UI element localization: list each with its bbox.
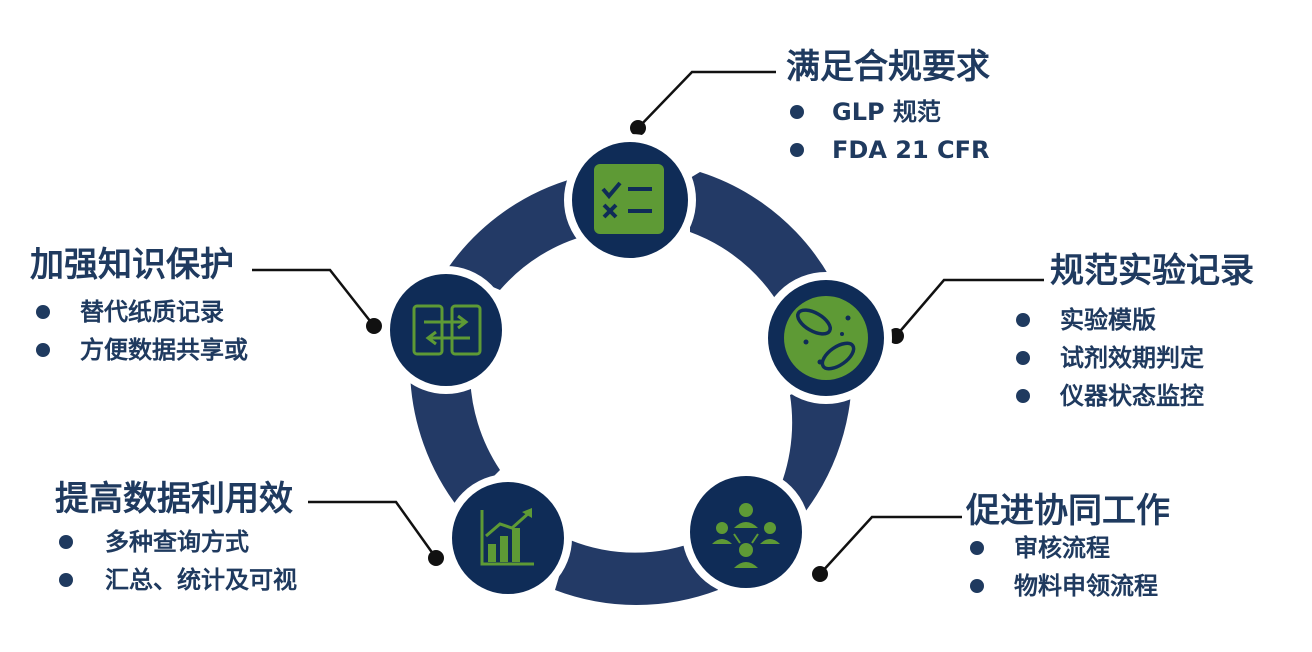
- bullet-dot: [970, 541, 984, 556]
- list-item-text: 多种查询方式: [105, 528, 249, 557]
- list-item-text: 物料申领流程: [1014, 572, 1158, 601]
- list-item: 实验模版: [1010, 301, 1254, 339]
- bullet-dot: [1016, 351, 1030, 366]
- bullet-dot: [970, 579, 984, 594]
- bullet-dot: [1016, 313, 1030, 328]
- ring-segment-bottom-left: [410, 370, 500, 510]
- list-item-text: FDA 21 CFR: [832, 136, 990, 165]
- connector-top: [637, 70, 776, 129]
- node-top: [564, 134, 696, 266]
- bullet-dot: [790, 143, 804, 158]
- node-right-title: 规范实验记录: [1050, 251, 1254, 291]
- node-bottom-right-items: 审核流程 物料申领流程: [966, 529, 1170, 605]
- connector-right: [895, 278, 1044, 337]
- connector-dot-bottom-right: [812, 566, 828, 582]
- node-left: [382, 266, 510, 394]
- bullet-dot: [36, 305, 50, 320]
- node-bottom-left: [444, 474, 572, 602]
- list-item: 仪器状态监控: [1010, 377, 1254, 415]
- node-bottom-left-items: 多种查询方式 汇总、统计及可视: [55, 523, 297, 599]
- node-top-items: GLP 规范 FDA 21 CFR: [786, 93, 990, 169]
- team-collaboration-icon: [712, 503, 780, 568]
- node-left-title: 加强知识保护: [30, 245, 234, 285]
- connector-bottom-right: [819, 515, 962, 575]
- node-bottom-right: [682, 468, 810, 596]
- connector-dot-left: [366, 318, 382, 334]
- list-item: 汇总、统计及可视: [55, 561, 297, 599]
- connector-dot-right: [888, 328, 904, 344]
- node-top-label-block: 满足合规要求 GLP 规范 FDA 21 CFR: [786, 47, 990, 169]
- node-left-circle: [382, 266, 510, 394]
- node-right: [760, 272, 892, 404]
- list-item: 方便数据共享或: [30, 331, 248, 369]
- list-item-text: 审核流程: [1014, 534, 1110, 563]
- node-bottom-right-label-block: 促进协同工作 审核流程 物料申领流程: [966, 491, 1170, 605]
- node-left-label-block: 加强知识保护 替代纸质记录 方便数据共享或: [30, 245, 248, 369]
- ring-segment-left-top: [448, 178, 588, 290]
- data-exchange-icon: [412, 304, 482, 356]
- node-left-items: 替代纸质记录 方便数据共享或: [30, 293, 248, 369]
- list-item: 替代纸质记录: [30, 293, 248, 331]
- list-item: 审核流程: [966, 529, 1170, 567]
- list-item-text: GLP 规范: [832, 98, 941, 127]
- list-item-text: 实验模版: [1060, 306, 1156, 335]
- connector-dot-bottom-left: [428, 550, 444, 566]
- bullet-dot: [59, 573, 73, 588]
- list-item-text: 替代纸质记录: [80, 298, 224, 327]
- list-item-text: 试剂效期判定: [1060, 344, 1204, 373]
- list-item: 物料申领流程: [966, 567, 1170, 605]
- connector-dot-top: [630, 120, 646, 136]
- connector-left: [252, 268, 375, 327]
- bullet-dot: [790, 105, 804, 120]
- connector-dots: [366, 120, 904, 582]
- bacteria-icon: [784, 296, 868, 380]
- list-item-text: 方便数据共享或: [80, 336, 248, 365]
- ring-segment-bottom: [555, 540, 718, 606]
- list-item-text: 仪器状态监控: [1060, 382, 1204, 411]
- bar-chart-growth-icon: [480, 508, 534, 566]
- bullet-dot: [1016, 389, 1030, 404]
- node-bottom-left-title: 提高数据利用效: [55, 479, 293, 519]
- connectors: [252, 70, 1044, 575]
- node-top-title: 满足合规要求: [786, 47, 990, 87]
- node-right-items: 实验模版 试剂效期判定 仪器状态监控: [1010, 301, 1254, 415]
- checklist-icon: [594, 164, 664, 234]
- list-item: GLP 规范: [786, 93, 990, 131]
- node-bottom-right-circle: [682, 468, 810, 596]
- node-right-label-block: 规范实验记录 实验模版 试剂效期判定 仪器状态监控: [1010, 251, 1254, 415]
- bullet-dot: [36, 343, 50, 358]
- list-item: 试剂效期判定: [1010, 339, 1254, 377]
- list-item: FDA 21 CFR: [786, 131, 990, 169]
- list-item-text: 汇总、统计及可视: [105, 566, 297, 595]
- node-bottom-left-label-block: 提高数据利用效 多种查询方式 汇总、统计及可视: [55, 479, 297, 599]
- connector-bottom-left: [308, 500, 438, 559]
- bullet-dot: [59, 535, 73, 550]
- list-item: 多种查询方式: [55, 523, 297, 561]
- node-bottom-right-title: 促进协同工作: [966, 491, 1170, 531]
